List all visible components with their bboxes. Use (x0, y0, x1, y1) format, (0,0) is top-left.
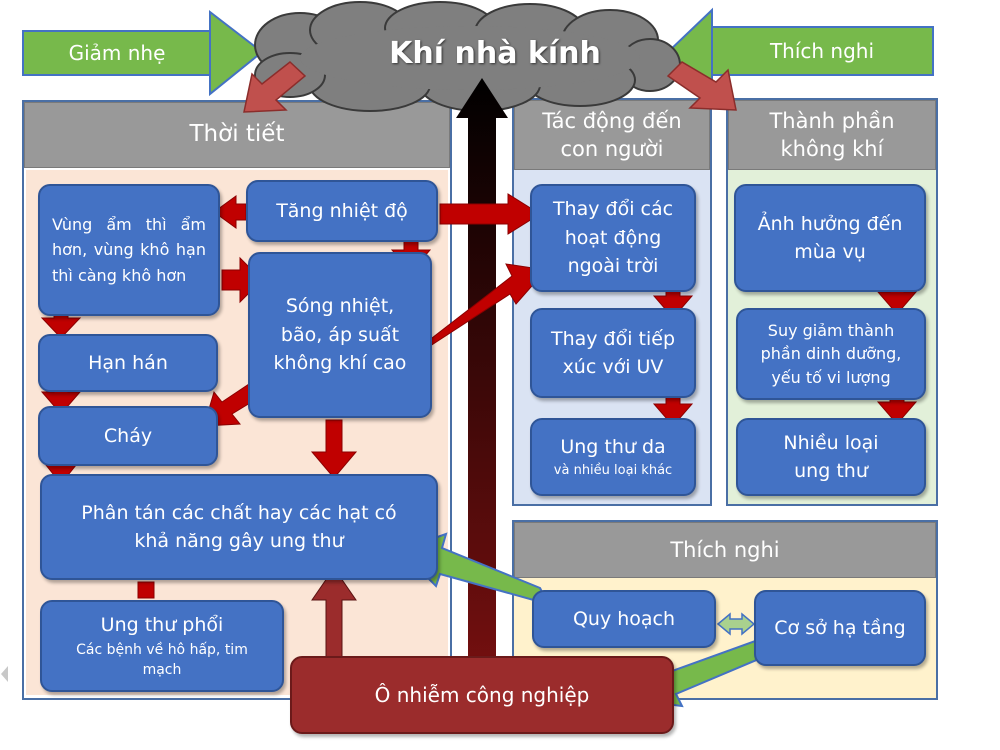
cloud-to-weather-arrow (243, 61, 307, 113)
skin-cancer-box: Ung thư da và nhiều loại khác (530, 418, 696, 496)
infrastructure-box: Cơ sở hạ tầng (754, 590, 926, 666)
arrow-pollution-to-dispersion (311, 567, 357, 661)
dispersion-box: Phân tán các chất hay các hạt có khả năn… (40, 474, 438, 580)
uv-line1: Thay đổi tiếp (550, 327, 676, 350)
outdoor-activity-box: Thay đổi các hoạt động ngoài trời (530, 184, 696, 292)
adaptation-top-text: Thích nghi (769, 39, 875, 63)
mitigation-text: Giảm nhẹ (68, 41, 166, 65)
air-header-line2: không khí (780, 137, 884, 161)
arrow-heatwave-to-dispersion (310, 419, 358, 479)
outdoor-line3: ngoài trời (567, 255, 659, 278)
lung-cancer-box: Ung thư phổi Các bệnh về hô hấp, tim mạc… (40, 600, 284, 692)
dispersion-line2: khả năng gây ung thư (134, 530, 344, 552)
weather-header-text: Thời tiết (189, 121, 285, 148)
temperature-rise-text: Tăng nhiệt độ (276, 199, 408, 222)
outdoor-line2: hoạt động (564, 226, 662, 249)
adaptation-top-label: Thích nghi (710, 26, 934, 76)
arrow-temp-to-outdoor (439, 193, 541, 235)
skin-cancer-sub: và nhiều loại khác (553, 462, 673, 478)
infrastructure-text: Cơ sở hạ tầng (774, 616, 906, 639)
nutrition-box: Suy giảm thành phần dinh dưỡng, yếu tố v… (736, 308, 926, 400)
nutrition-line1: Suy giảm thành (767, 321, 895, 341)
cancers-line1: Nhiều loại (783, 431, 879, 454)
cancers-box: Nhiều loại ung thư (736, 418, 926, 496)
arrow-planning-infrastructure (716, 612, 756, 636)
fire-text: Cháy (103, 424, 153, 447)
page-title: Khí nhà kính (360, 36, 630, 80)
crops-line2: mùa vụ (794, 241, 866, 263)
arrow-dispersion-to-lung (137, 581, 155, 599)
planning-box: Quy hoạch (532, 590, 716, 648)
uv-line2: xúc với UV (562, 356, 664, 378)
temperature-rise-box: Tăng nhiệt độ (246, 180, 438, 242)
crops-line1: Ảnh hưởng đến (757, 212, 903, 235)
cloud-to-air-arrow (666, 61, 737, 111)
adaptation-header-text: Thích nghi (670, 537, 780, 562)
crops-box: Ảnh hưởng đến mùa vụ (734, 184, 926, 292)
fire-box: Cháy (38, 406, 218, 466)
arrow-heatwave-to-outdoor (423, 263, 547, 351)
heatwave-line1: Sóng nhiệt, (285, 295, 395, 318)
outdoor-line1: Thay đổi các (552, 198, 674, 221)
mitigation-arrow (209, 9, 264, 97)
human-header-line2: con người (560, 137, 664, 161)
humidity-text: Vùng ẩm thì ẩm hơn, vùng khô hạn thì càn… (52, 214, 206, 285)
pollution-box: Ô nhiễm công nghiệp (290, 656, 674, 734)
lung-cancer-sub-line2: mạch (142, 662, 182, 679)
nutrition-line2: phần dinh dưỡng, (760, 344, 902, 364)
heatwave-box: Sóng nhiệt, bão, áp suất không khí cao (248, 252, 432, 418)
dispersion-line1: Phân tán các chất hay các hạt có (81, 501, 397, 524)
lung-cancer-text: Ung thư phổi (100, 614, 224, 637)
pollution-to-cloud-arrow (456, 78, 508, 700)
arrow-temp-to-humidity (213, 195, 247, 229)
mitigation-label: Giảm nhẹ (22, 30, 212, 76)
human-header-line1: Tác động đến (542, 108, 682, 133)
air-header: Thành phần không khí (728, 100, 936, 170)
heatwave-line3: không khí cao (273, 352, 407, 375)
weather-header: Thời tiết (24, 102, 450, 168)
adaptation-header: Thích nghi (514, 522, 936, 578)
pollution-text: Ô nhiễm công nghiệp (374, 683, 590, 707)
heatwave-line2: bão, áp suất (280, 323, 400, 346)
lung-cancer-sub-line1: Các bệnh về hô hấp, tim (76, 641, 248, 658)
cancers-line2: ung thư (794, 460, 868, 482)
left-edge-marker-icon (1, 666, 8, 682)
planning-text: Quy hoạch (572, 607, 676, 630)
humidity-box: Vùng ẩm thì ẩm hơn, vùng khô hạn thì càn… (38, 184, 220, 316)
air-header-line1: Thành phần (769, 108, 895, 133)
human-header: Tác động đến con người (514, 100, 710, 170)
skin-cancer-text: Ung thư da (560, 436, 666, 459)
page-title-text: Khí nhà kính (389, 36, 601, 71)
uv-exposure-box: Thay đổi tiếp xúc với UV (530, 308, 696, 398)
nutrition-line3: yếu tố vi lượng (771, 367, 891, 387)
drought-box: Hạn hán (38, 334, 218, 392)
drought-text: Hạn hán (88, 351, 168, 374)
